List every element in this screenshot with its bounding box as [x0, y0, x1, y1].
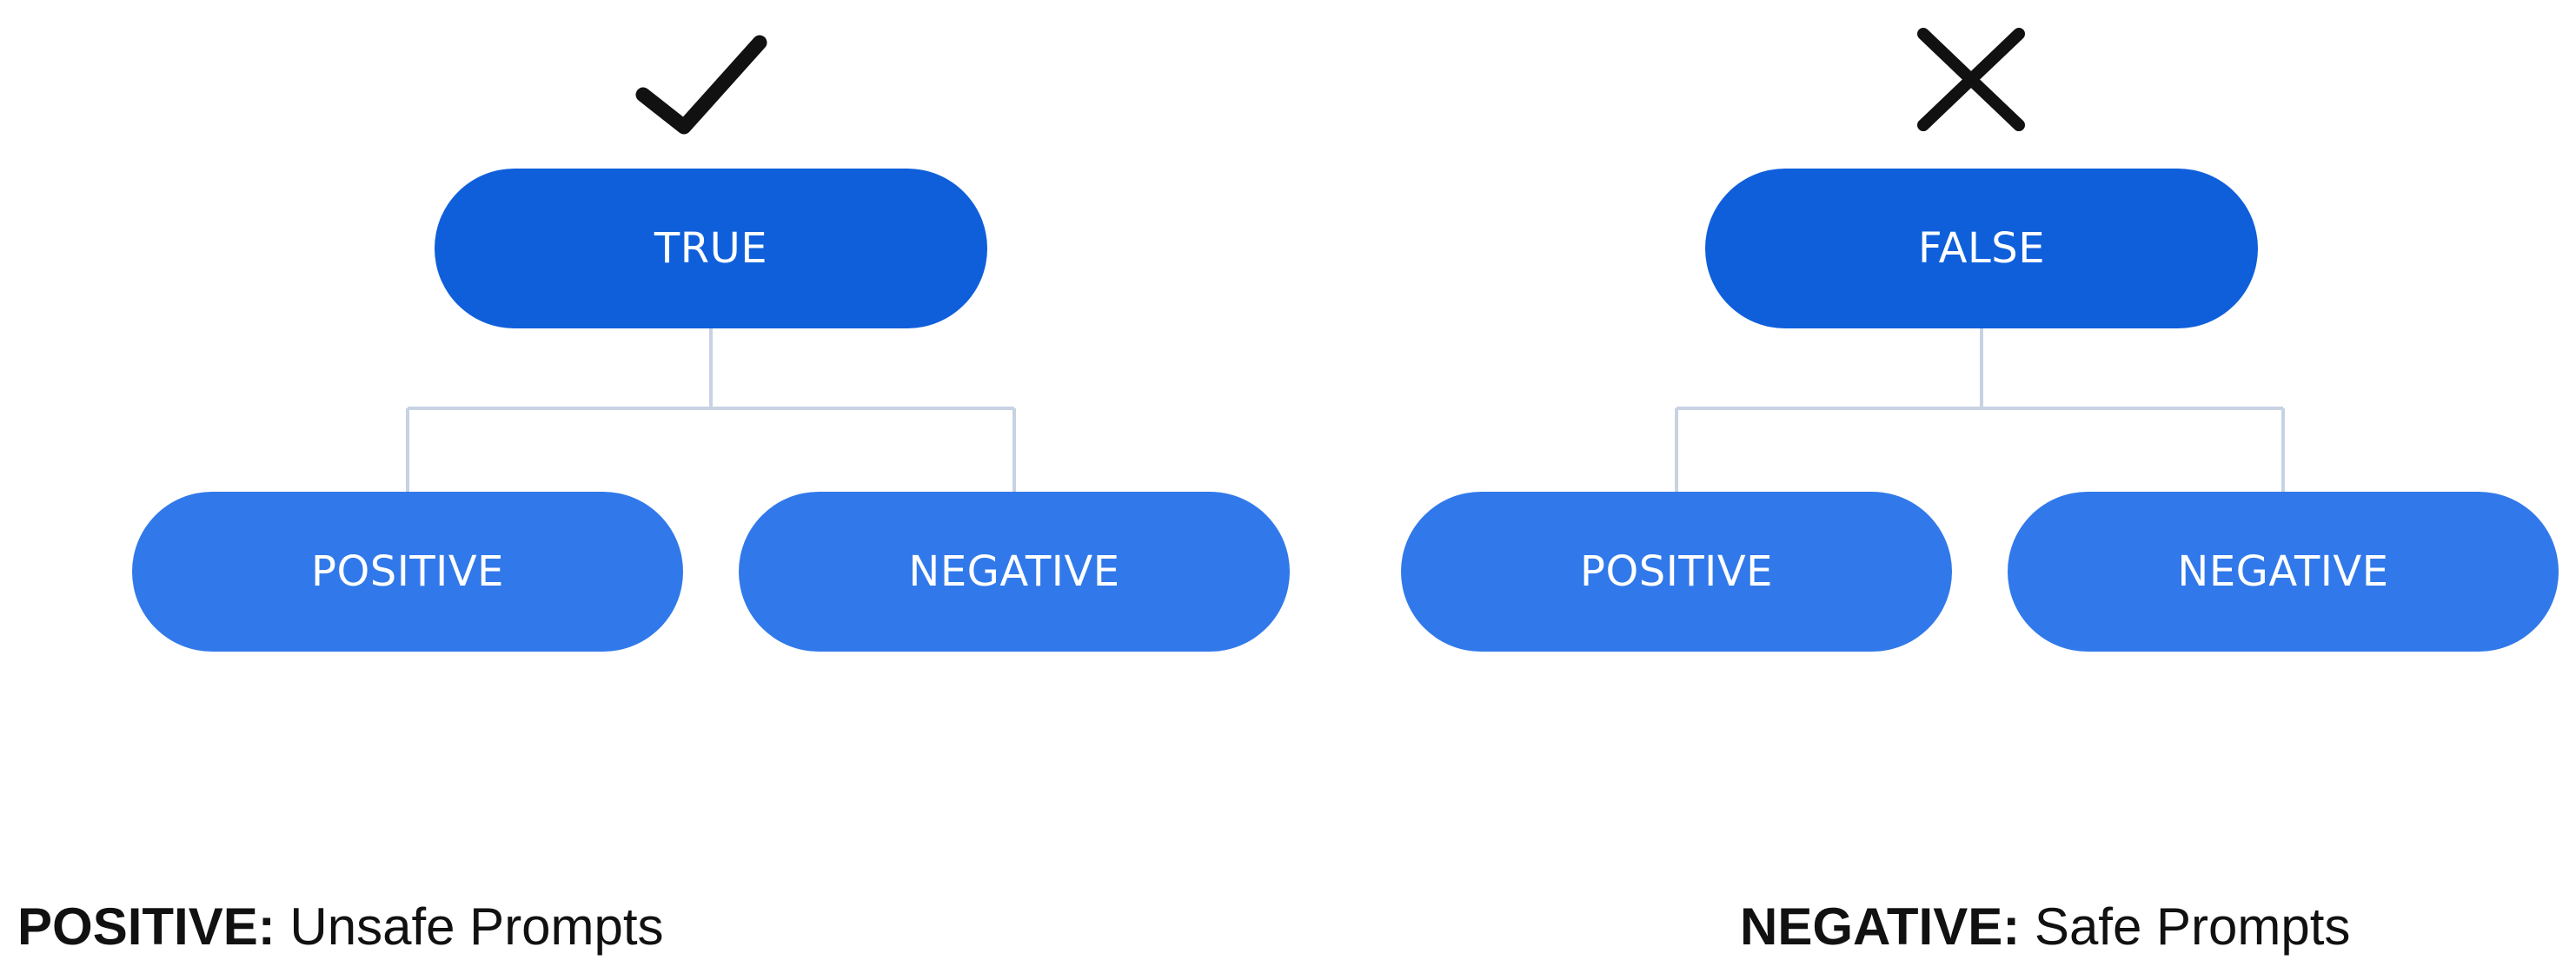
cross-icon	[1917, 28, 2025, 131]
legend-positive-term: POSITIVE:	[17, 897, 276, 956]
legend-positive: POSITIVE: Unsafe Prompts	[17, 897, 664, 957]
legend-negative-desc: Safe Prompts	[2034, 897, 2351, 956]
false-root-label: FALSE	[1917, 224, 2046, 273]
left-positive-label: POSITIVE	[311, 547, 504, 596]
right-negative-node: NEGATIVE	[2008, 492, 2559, 652]
false-root-node: FALSE	[1705, 169, 2258, 328]
right-positive-label: POSITIVE	[1580, 547, 1773, 596]
legend-positive-desc: Unsafe Prompts	[289, 897, 664, 956]
right-negative-label: NEGATIVE	[2177, 547, 2389, 596]
left-positive-node: POSITIVE	[132, 492, 683, 652]
right-positive-node: POSITIVE	[1401, 492, 1952, 652]
left-negative-node: NEGATIVE	[739, 492, 1290, 652]
true-root-label: TRUE	[654, 224, 768, 273]
left-negative-label: NEGATIVE	[908, 547, 1120, 596]
legend-negative: NEGATIVE: Safe Prompts	[1740, 897, 2350, 957]
legend-negative-term: NEGATIVE:	[1740, 897, 2021, 956]
check-icon	[635, 35, 767, 135]
true-root-node: TRUE	[435, 169, 987, 328]
